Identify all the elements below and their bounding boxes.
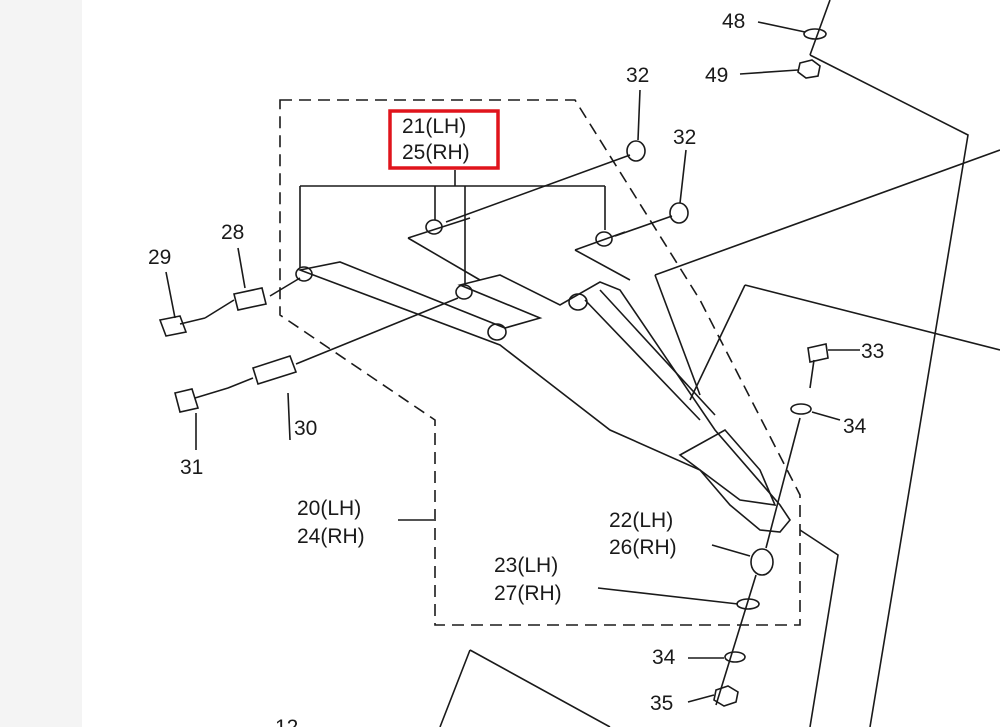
label-49: 49 <box>705 64 728 87</box>
bolt-29 <box>158 277 301 337</box>
collar-axis-lines <box>445 154 673 237</box>
bushing-21-left <box>295 266 313 282</box>
bushing-21-mid <box>455 284 473 300</box>
label-30: 30 <box>294 417 317 440</box>
bolt-31 <box>174 297 459 413</box>
collar-32-lower <box>669 202 689 224</box>
label-12: 12 <box>275 716 298 727</box>
a-arm-rear-tube <box>584 289 716 421</box>
label-20: 20(LH) <box>297 497 361 520</box>
washer-48-shape <box>803 28 827 40</box>
label-34-lower: 34 <box>652 646 676 669</box>
label-31: 31 <box>180 456 203 479</box>
bushing-25-right <box>595 231 613 247</box>
label-48: 48 <box>722 10 745 33</box>
collar-30 <box>252 355 298 386</box>
a-arm-ball-mount <box>678 428 777 506</box>
label-29: 29 <box>148 246 171 269</box>
washer-34-lower <box>724 651 746 663</box>
label-33: 33 <box>861 340 884 363</box>
leader-lines <box>165 21 860 703</box>
washer-34-upper <box>790 403 812 415</box>
label-26: 26(RH) <box>609 536 677 559</box>
label-34-upper: 34 <box>843 415 867 438</box>
nut-49-shape <box>797 59 821 79</box>
bushing-21-top <box>425 219 443 235</box>
shock-absorber <box>654 0 1000 727</box>
knuckle-outline <box>439 284 1000 727</box>
bushing-arm-end <box>487 323 507 341</box>
label-23: 23(LH) <box>494 554 558 577</box>
highlight-box-21-25 <box>388 109 500 170</box>
nut-35 <box>713 685 739 707</box>
diagram-sheet <box>82 0 1000 727</box>
collar-28 <box>233 287 267 311</box>
a-arm-front-tube <box>407 217 631 281</box>
label-32-upper: 32 <box>626 64 649 87</box>
bushing-arm-end-rear <box>568 293 588 311</box>
collar-32-upper <box>626 140 646 162</box>
ball-joint-22-26 <box>750 548 774 576</box>
label-25: 25(RH) <box>402 141 470 164</box>
label-22: 22(LH) <box>609 509 673 532</box>
bolt-33 <box>807 343 829 389</box>
label-21: 21(LH) <box>402 115 466 138</box>
label-32-lower: 32 <box>673 126 696 149</box>
label-24: 24(RH) <box>297 525 365 548</box>
label-28: 28 <box>221 221 244 244</box>
bushing-21-leader-bracket <box>299 170 606 285</box>
label-27: 27(RH) <box>494 582 562 605</box>
assembly-boundary-dashed <box>279 99 801 626</box>
a-arm-20-24 <box>297 261 791 533</box>
ball-joint-axis <box>715 417 801 706</box>
label-35: 35 <box>650 692 673 715</box>
